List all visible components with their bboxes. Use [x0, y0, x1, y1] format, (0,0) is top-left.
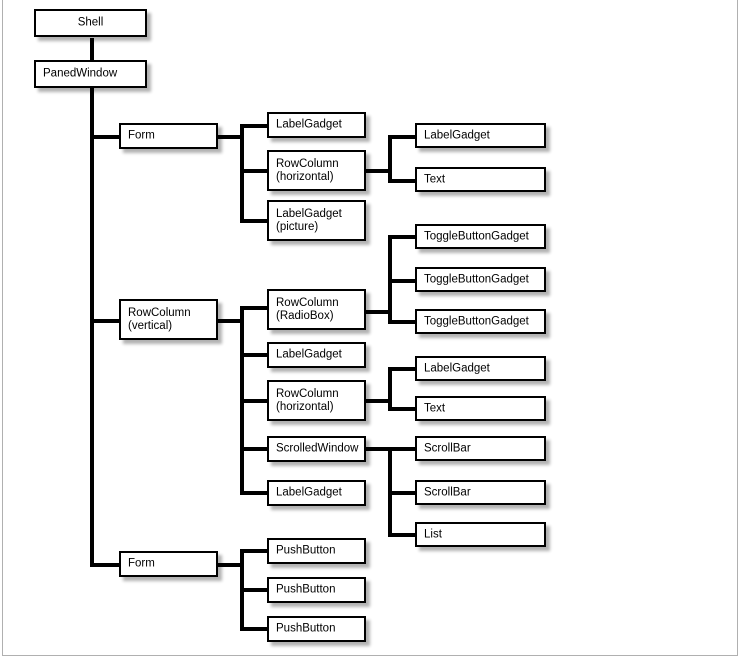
connector-form-bottom-child-1 — [240, 549, 272, 553]
node-label: ScrollBar — [424, 486, 471, 498]
node-text-rowcol-h2[interactable]: Text — [415, 396, 546, 421]
connector-radiobox-child-1 — [388, 235, 418, 239]
node-rowcolumn-horizontal-2[interactable]: RowColumn (horizontal) — [267, 380, 366, 421]
connector-panedwindow-bus — [90, 88, 94, 566]
node-label: LabelGadget — [424, 362, 490, 374]
node-pushbutton-1[interactable]: PushButton — [267, 538, 366, 564]
connector-radiobox-out — [364, 310, 392, 314]
node-rowcolumn-vertical[interactable]: RowColumn (vertical) — [119, 299, 218, 340]
connector-form-top-child-2 — [240, 169, 272, 173]
connector-rowcol-h1-child-1 — [388, 135, 418, 139]
node-label: LabelGadget — [424, 129, 490, 141]
node-shell[interactable]: Shell — [34, 9, 147, 37]
node-label: LabelGadget — [276, 118, 342, 131]
node-label: RowColumn (horizontal) — [276, 157, 339, 183]
connector-form-bottom-out — [216, 563, 244, 567]
node-label: ToggleButtonGadget — [424, 273, 529, 285]
connector-rcv-child-4 — [240, 447, 272, 451]
connector-rowcolumn-vertical-out — [216, 319, 244, 323]
node-label: LabelGadget — [276, 486, 342, 499]
node-pushbutton-3[interactable]: PushButton — [267, 616, 366, 642]
node-togglebuttongadget-3[interactable]: ToggleButtonGadget — [415, 309, 546, 334]
node-labelgadget-rcv-2[interactable]: LabelGadget — [267, 342, 366, 368]
connector-rcv-child-3 — [240, 399, 272, 403]
node-label: ScrolledWindow — [276, 442, 359, 455]
node-pushbutton-2[interactable]: PushButton — [267, 577, 366, 603]
node-label: PushButton — [276, 544, 336, 557]
node-scrolledwindow[interactable]: ScrolledWindow — [267, 436, 366, 462]
node-panedwindow[interactable]: PanedWindow — [34, 60, 147, 88]
node-rowcolumn-radiobox[interactable]: RowColumn (RadioBox) — [267, 289, 366, 330]
connector-form-bottom-child-2 — [240, 588, 272, 592]
node-label: PushButton — [276, 622, 336, 635]
connector-bus-rowcolumn-vertical — [90, 319, 122, 323]
connector-rcv-child-1 — [240, 306, 272, 310]
node-rowcolumn-horizontal-1[interactable]: RowColumn (horizontal) — [267, 150, 366, 191]
connector-bus-form-bottom — [90, 563, 122, 567]
connector-scrolledwindow-child-3 — [388, 533, 418, 537]
connector-rowcol-h1-bus — [388, 135, 392, 183]
node-label: Shell — [77, 16, 104, 29]
connector-rowcol-h2-out — [364, 399, 392, 403]
node-label: Text — [424, 402, 446, 414]
connector-shell-panedwindow — [90, 38, 94, 62]
connector-form-top-child-1 — [240, 124, 272, 128]
connector-form-top-out — [216, 135, 244, 139]
connector-rowcol-h2-child-2 — [388, 407, 418, 411]
node-label: List — [424, 528, 442, 540]
node-scrollbar-1[interactable]: ScrollBar — [415, 436, 546, 461]
node-label: Form — [128, 129, 155, 142]
connector-rcv-child-2 — [240, 353, 272, 357]
connector-rowcol-h2-child-1 — [388, 367, 418, 371]
connector-radiobox-child-2 — [388, 279, 418, 283]
node-labelgadget-rcv-5[interactable]: LabelGadget — [267, 480, 366, 506]
node-labelgadget-picture[interactable]: LabelGadget (picture) — [267, 200, 366, 241]
node-label: PushButton — [276, 583, 336, 596]
node-labelgadget-form-top-1[interactable]: LabelGadget — [267, 112, 366, 138]
node-label: RowColumn (horizontal) — [276, 387, 339, 413]
node-scrollbar-2[interactable]: ScrollBar — [415, 480, 546, 505]
connector-form-bottom-child-3 — [240, 627, 272, 631]
node-label: Text — [424, 173, 446, 185]
node-text-rowcol-h1[interactable]: Text — [415, 167, 546, 192]
connector-rcv-child-5 — [240, 491, 272, 495]
connector-scrolledwindow-out — [364, 447, 392, 451]
connector-rowcol-h2-bus — [388, 367, 392, 411]
connector-rowcol-h1-child-2 — [388, 179, 418, 183]
connector-scrolledwindow-child-1 — [388, 447, 418, 451]
node-label: ToggleButtonGadget — [424, 315, 529, 327]
connector-scrolledwindow-child-2 — [388, 491, 418, 495]
node-label: RowColumn (RadioBox) — [276, 296, 339, 322]
node-label: PanedWindow — [43, 67, 118, 80]
connector-rowcol-h1-out — [364, 169, 392, 173]
connector-radiobox-child-3 — [388, 320, 418, 324]
node-label: LabelGadget — [276, 348, 342, 361]
node-togglebuttongadget-2[interactable]: ToggleButtonGadget — [415, 267, 546, 292]
node-labelgadget-rowcol-h2[interactable]: LabelGadget — [415, 356, 546, 381]
node-togglebuttongadget-1[interactable]: ToggleButtonGadget — [415, 224, 546, 249]
node-list[interactable]: List — [415, 522, 546, 547]
connector-form-top-bus — [240, 124, 244, 223]
connector-bus-form-top — [90, 135, 122, 139]
node-labelgadget-rowcol-h1[interactable]: LabelGadget — [415, 123, 546, 148]
connector-form-top-child-3 — [240, 219, 272, 223]
node-label: RowColumn (vertical) — [128, 306, 191, 332]
node-form-top[interactable]: Form — [119, 123, 218, 149]
node-label: Form — [128, 557, 155, 570]
node-label: ScrollBar — [424, 442, 471, 454]
node-label: ToggleButtonGadget — [424, 230, 529, 242]
node-form-bottom[interactable]: Form — [119, 551, 218, 577]
node-label: LabelGadget (picture) — [276, 207, 342, 233]
